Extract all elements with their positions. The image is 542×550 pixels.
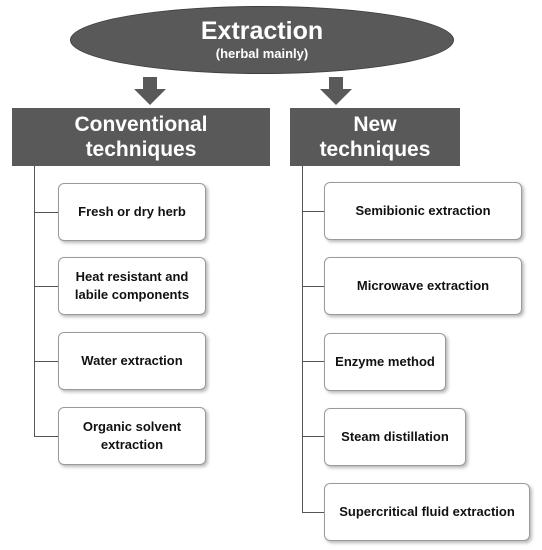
branch-header-conventional: Conventional techniques (12, 108, 270, 166)
connector-line (302, 512, 324, 513)
down-arrow-icon (320, 77, 352, 105)
node-fresh-or-dry-herb: Fresh or dry herb (58, 183, 206, 241)
connector-line (34, 361, 58, 362)
connector-line (302, 166, 303, 512)
node-water-extraction: Water extraction (58, 332, 206, 390)
connector-line (34, 436, 58, 437)
node-steam-distillation: Steam distillation (324, 408, 466, 466)
node-heat-resistant-labile: Heat resistant and labile components (58, 257, 206, 315)
node-enzyme-method: Enzyme method (324, 333, 446, 391)
connector-line (302, 361, 324, 362)
root-node-extraction: Extraction (herbal mainly) (70, 6, 454, 74)
branch-header-new: New techniques (290, 108, 460, 166)
branch-header-label: Conventional techniques (74, 113, 208, 161)
connector-line (302, 286, 324, 287)
node-supercritical-fluid-extraction: Supercritical fluid extraction (324, 483, 530, 541)
connector-line (34, 212, 58, 213)
node-semibionic-extraction: Semibionic extraction (324, 182, 522, 240)
branch-header-label: New techniques (319, 113, 431, 161)
connector-line (302, 436, 324, 437)
node-microwave-extraction: Microwave extraction (324, 257, 522, 315)
root-subtitle: (herbal mainly) (215, 46, 309, 61)
node-organic-solvent-extraction: Organic solvent extraction (58, 407, 206, 465)
down-arrow-icon (134, 77, 166, 105)
connector-line (302, 211, 324, 212)
root-title: Extraction (200, 17, 324, 45)
connector-line (34, 286, 58, 287)
connector-line (34, 166, 35, 436)
